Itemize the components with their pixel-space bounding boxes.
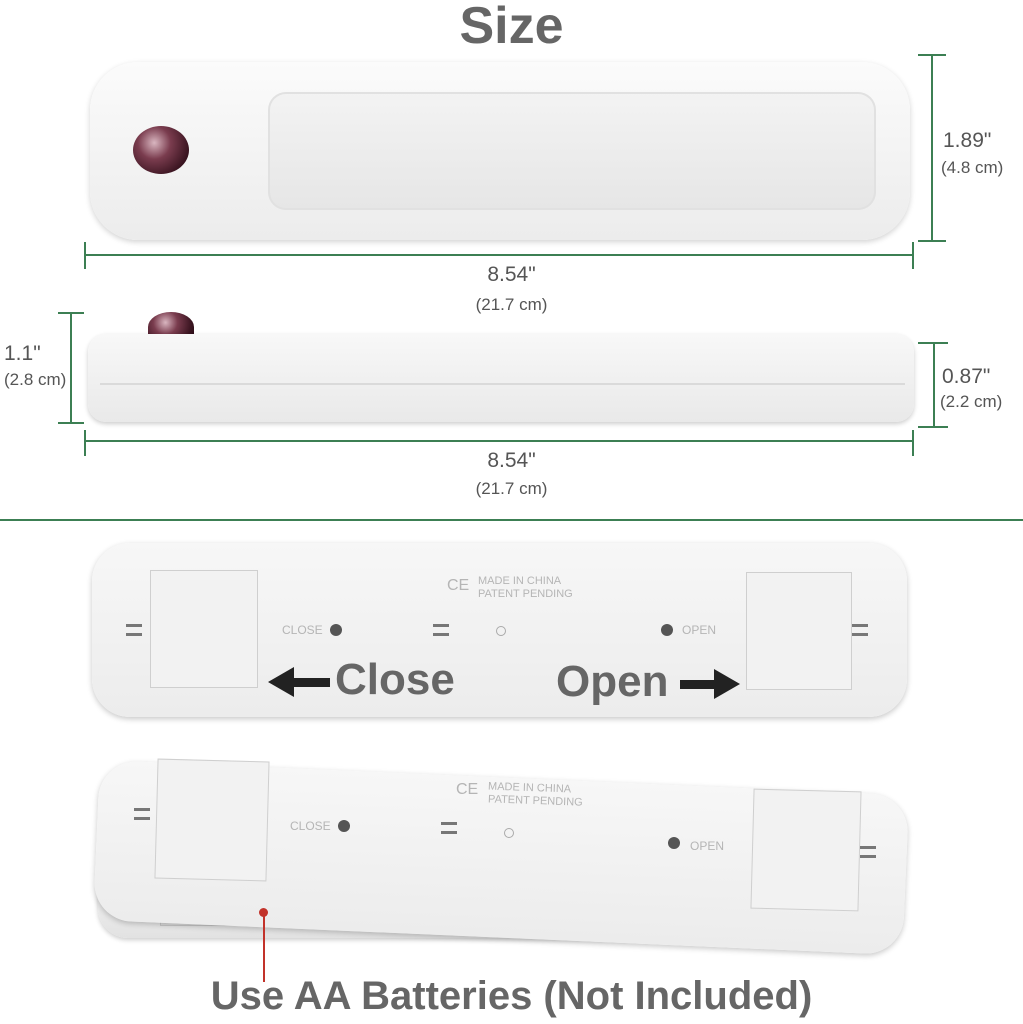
mounting-pad-right	[750, 788, 862, 912]
battery-note: Use AA Batteries (Not Included)	[210, 974, 813, 1018]
side-seam	[100, 383, 905, 385]
side-view-light-bar	[88, 334, 914, 422]
side-total-height-inches: 1.1"	[4, 342, 41, 365]
mounting-pad-right	[746, 572, 852, 690]
screw-hole-dot	[668, 837, 680, 849]
close-label: Close	[335, 655, 455, 704]
side-body-height-inches: 0.87"	[942, 365, 991, 388]
side-width-tick-right	[912, 430, 914, 456]
arrow-left-icon	[268, 667, 294, 697]
top-height-inches: 1.89"	[943, 129, 992, 152]
screw-hole-dot	[338, 820, 350, 832]
arrow-right-icon	[714, 669, 740, 699]
engraved-close-label: CLOSE	[290, 819, 331, 833]
grip-mark-icon	[433, 624, 449, 636]
width-dimension-tick-left	[84, 242, 86, 269]
body-height-dimension-line	[933, 342, 935, 428]
body-height-tick-top	[918, 342, 948, 344]
screw-hole-dot	[330, 624, 342, 636]
height-dimension-line	[931, 54, 933, 242]
made-in-label: MADE IN CHINA	[478, 575, 562, 587]
side-width-inches: 8.54"	[487, 449, 536, 472]
led-lens-panel	[268, 92, 876, 210]
motion-sensor-icon	[133, 126, 189, 174]
width-dimension-tick-right	[912, 242, 914, 269]
engraved-open-label: OPEN	[690, 839, 725, 853]
side-total-height-cm: (2.8 cm)	[4, 370, 67, 389]
grip-mark-icon	[441, 822, 457, 834]
grip-mark-icon	[134, 808, 150, 820]
side-body-height-cm: (2.2 cm)	[940, 392, 1003, 411]
engraved-close-label: CLOSE	[282, 623, 323, 637]
reset-hole-icon	[504, 828, 514, 838]
size-title: Size	[459, 0, 564, 55]
total-height-tick-bottom	[58, 422, 84, 424]
ce-mark-icon: CE	[447, 577, 470, 594]
total-height-tick-top	[58, 312, 84, 314]
ce-mark-icon: CE	[456, 781, 479, 798]
engraved-open-label: OPEN	[682, 623, 717, 637]
grip-mark-icon	[126, 624, 142, 636]
mounting-pad-left	[150, 570, 258, 688]
total-height-dimension-line	[70, 312, 72, 424]
height-dimension-tick-top	[918, 54, 946, 56]
top-width-inches: 8.54"	[487, 263, 536, 286]
top-width-cm: (21.7 cm)	[475, 295, 548, 314]
side-width-cm: (21.7 cm)	[475, 479, 548, 498]
arrow-left-shaft	[292, 678, 330, 687]
section-divider	[0, 519, 1023, 521]
side-width-dimension-line	[85, 440, 914, 442]
open-label: Open	[556, 657, 669, 706]
top-height-cm: (4.8 cm)	[941, 158, 1004, 177]
callout-line	[263, 912, 265, 982]
height-dimension-tick-bottom	[918, 240, 946, 242]
screw-hole-dot	[661, 624, 673, 636]
width-dimension-line	[85, 254, 914, 256]
grip-mark-icon	[852, 624, 868, 636]
arrow-right-shaft	[680, 680, 718, 689]
patent-label: PATENT PENDING	[478, 588, 573, 600]
body-height-tick-bottom	[918, 426, 948, 428]
mounting-pad-left	[154, 758, 270, 882]
side-width-tick-left	[84, 430, 86, 456]
grip-mark-icon	[860, 846, 876, 858]
reset-hole-icon	[496, 626, 506, 636]
